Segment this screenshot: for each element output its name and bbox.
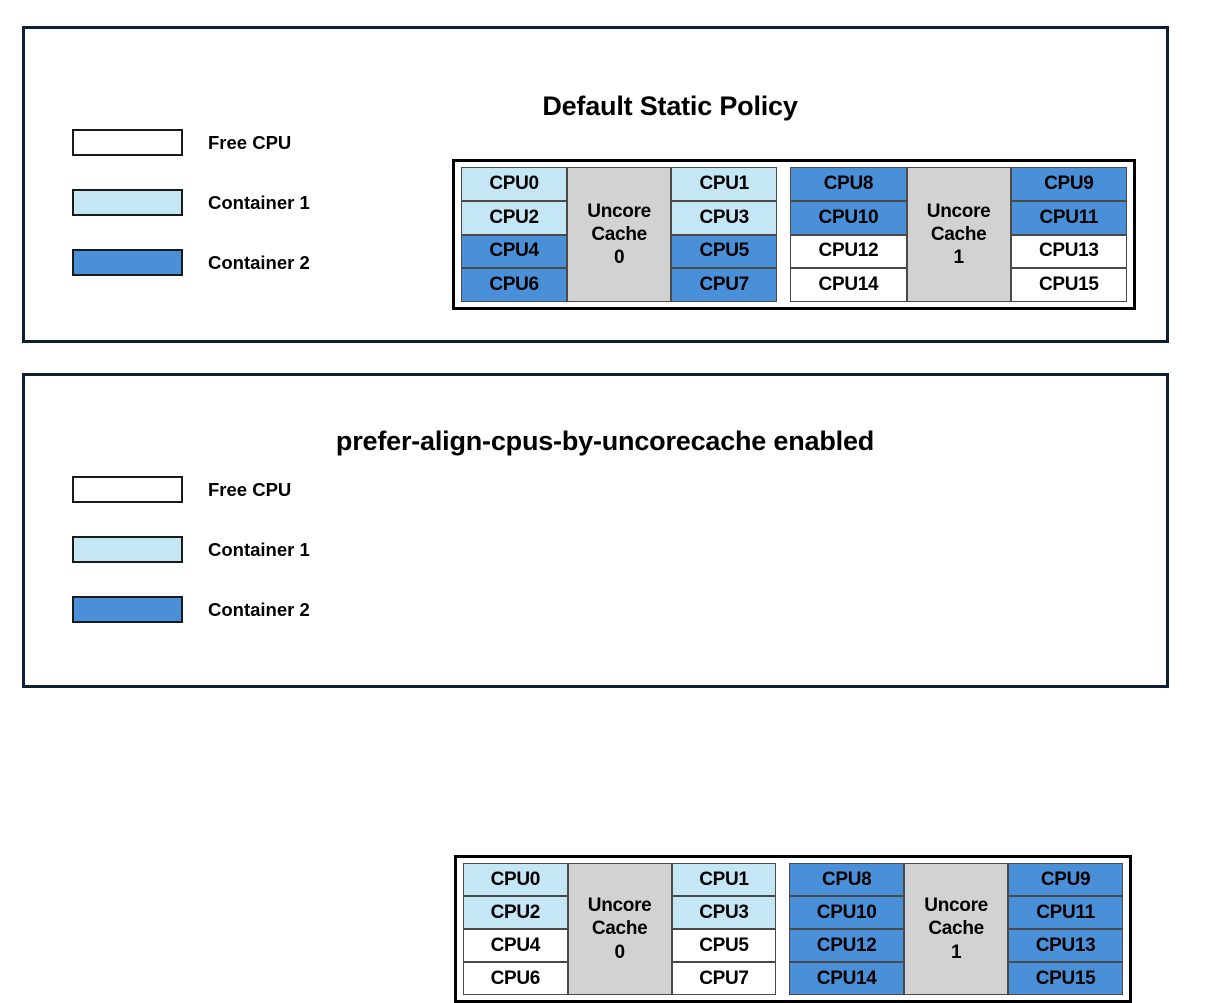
cpu-cell: CPU11 <box>1008 896 1124 929</box>
cpu-cell: CPU9 <box>1008 863 1124 896</box>
uncore-cache-index: 1 <box>950 941 962 963</box>
cpu-cell: CPU0 <box>461 167 568 201</box>
cpu-cell: CPU4 <box>463 929 568 962</box>
uncore-cache-label-line2: Cache <box>930 223 987 245</box>
cpu-column-left: CPU0 CPU2 CPU4 CPU6 <box>463 863 568 995</box>
cache-group-divider <box>777 167 790 302</box>
cpu-cell: CPU12 <box>790 234 907 269</box>
cpu-cell: CPU3 <box>671 200 778 235</box>
legend-default-static-policy: Free CPU Container 1 Container 2 <box>72 129 310 276</box>
cpu-cell: CPU5 <box>671 234 778 269</box>
cpu-column-left: CPU0 CPU2 CPU4 CPU6 <box>461 167 568 302</box>
cpu-cell: CPU8 <box>789 863 905 896</box>
cpu-cell: CPU14 <box>789 962 905 995</box>
panel-default-static-policy: Default Static Policy Free CPU Container… <box>22 26 1169 343</box>
legend-prefer-align-cpus-by-uncorecache: Free CPU Container 1 Container 2 <box>72 476 310 623</box>
cpu-column-left: CPU8 CPU10 CPU12 CPU14 <box>790 167 907 302</box>
cpu-cell: CPU6 <box>463 962 568 995</box>
legend-swatch-container-1 <box>72 189 183 216</box>
cpu-cell: CPU15 <box>1010 268 1128 302</box>
cpu-cell: CPU5 <box>671 929 777 962</box>
cpu-cell: CPU2 <box>463 896 568 929</box>
uncore-cache-label-line1: Uncore <box>587 895 652 917</box>
legend-label-free-cpu: Free CPU <box>208 478 292 500</box>
uncore-cache-group-1: CPU8 CPU10 CPU12 CPU14 Uncore Cache 1 CP… <box>789 863 1124 995</box>
cpu-cell: CPU10 <box>789 896 905 929</box>
legend-swatch-container-1 <box>72 536 183 563</box>
cpu-column-right: CPU1 CPU3 CPU5 CPU7 <box>671 863 777 995</box>
cpu-cell: CPU9 <box>1010 167 1128 201</box>
cpu-cell: CPU3 <box>671 896 777 929</box>
cpu-topology-diagram: CPU0 CPU2 CPU4 CPU6 Uncore Cache 0 CPU1 … <box>452 159 1136 310</box>
cpu-cell: CPU0 <box>463 863 568 896</box>
page-title: Default Static Policy <box>542 91 798 122</box>
cpu-column-left: CPU8 CPU10 CPU12 CPU14 <box>789 863 905 995</box>
cpu-cell: CPU2 <box>461 200 568 235</box>
legend-swatch-container-2 <box>72 596 183 623</box>
cpu-cell: CPU13 <box>1010 234 1128 269</box>
cpu-column-right: CPU1 CPU3 CPU5 CPU7 <box>671 167 778 302</box>
legend-label-container-1: Container 1 <box>208 538 310 560</box>
cpu-cell: CPU1 <box>671 863 777 896</box>
uncore-cache-block: Uncore Cache 1 <box>904 863 1009 995</box>
panel-prefer-align-cpus-by-uncorecache: prefer-align-cpus-by-uncorecache enabled… <box>22 373 1169 1003</box>
cpu-topology-diagram: CPU0 CPU2 CPU4 CPU6 Uncore Cache 0 CPU1 … <box>454 855 1132 1003</box>
cpu-cell: CPU11 <box>1010 200 1128 235</box>
cpu-cell: CPU13 <box>1008 929 1124 962</box>
legend-item-container-1: Container 1 <box>72 189 310 216</box>
uncore-cache-group-1: CPU8 CPU10 CPU12 CPU14 Uncore Cache 1 CP… <box>790 167 1128 302</box>
page-title: prefer-align-cpus-by-uncorecache enabled <box>335 426 875 457</box>
uncore-cache-group-0: CPU0 CPU2 CPU4 CPU6 Uncore Cache 0 CPU1 … <box>463 863 777 995</box>
uncore-cache-group-0: CPU0 CPU2 CPU4 CPU6 Uncore Cache 0 CPU1 … <box>461 167 778 302</box>
uncore-cache-label-line2: Cache <box>591 223 647 245</box>
legend-label-container-2: Container 2 <box>208 598 310 620</box>
legend-item-free-cpu: Free CPU <box>72 129 310 156</box>
legend-label-container-2: Container 2 <box>208 251 310 273</box>
uncore-cache-block: Uncore Cache 0 <box>567 167 672 302</box>
legend-label-free-cpu: Free CPU <box>208 131 292 153</box>
legend-item-container-2: Container 2 <box>72 249 310 276</box>
cpu-cell: CPU15 <box>1008 962 1124 995</box>
legend-item-free-cpu: Free CPU <box>72 476 310 503</box>
legend-swatch-container-2 <box>72 249 183 276</box>
uncore-cache-label-line2: Cache <box>928 918 984 940</box>
legend-swatch-free-cpu <box>72 476 183 503</box>
cpu-column-right: CPU9 CPU11 CPU13 CPU15 <box>1008 863 1124 995</box>
legend-item-container-2: Container 2 <box>72 596 310 623</box>
cpu-cell: CPU7 <box>671 962 777 995</box>
cpu-cell: CPU4 <box>461 234 568 269</box>
cpu-cell: CPU12 <box>789 929 905 962</box>
legend-label-container-1: Container 1 <box>208 191 310 213</box>
uncore-cache-index: 0 <box>613 247 625 269</box>
cache-group-divider <box>776 863 789 995</box>
cpu-cell: CPU8 <box>790 167 907 201</box>
uncore-cache-block: Uncore Cache 1 <box>906 167 1011 302</box>
legend-item-container-1: Container 1 <box>72 536 310 563</box>
legend-swatch-free-cpu <box>72 129 183 156</box>
cpu-cell: CPU10 <box>790 200 907 235</box>
uncore-cache-label-line2: Cache <box>591 918 648 940</box>
uncore-cache-label-line1: Uncore <box>924 895 988 917</box>
uncore-cache-label-line1: Uncore <box>587 200 651 222</box>
uncore-cache-index: 0 <box>614 941 625 963</box>
uncore-cache-index: 1 <box>953 247 964 269</box>
uncore-cache-label-line1: Uncore <box>926 200 991 222</box>
cpu-cell: CPU7 <box>671 268 778 302</box>
cpu-cell: CPU6 <box>461 268 568 302</box>
cpu-cell: CPU14 <box>790 268 907 302</box>
uncore-cache-block: Uncore Cache 0 <box>567 863 672 995</box>
cpu-column-right: CPU9 CPU11 CPU13 CPU15 <box>1010 167 1128 302</box>
cpu-cell: CPU1 <box>671 167 778 201</box>
